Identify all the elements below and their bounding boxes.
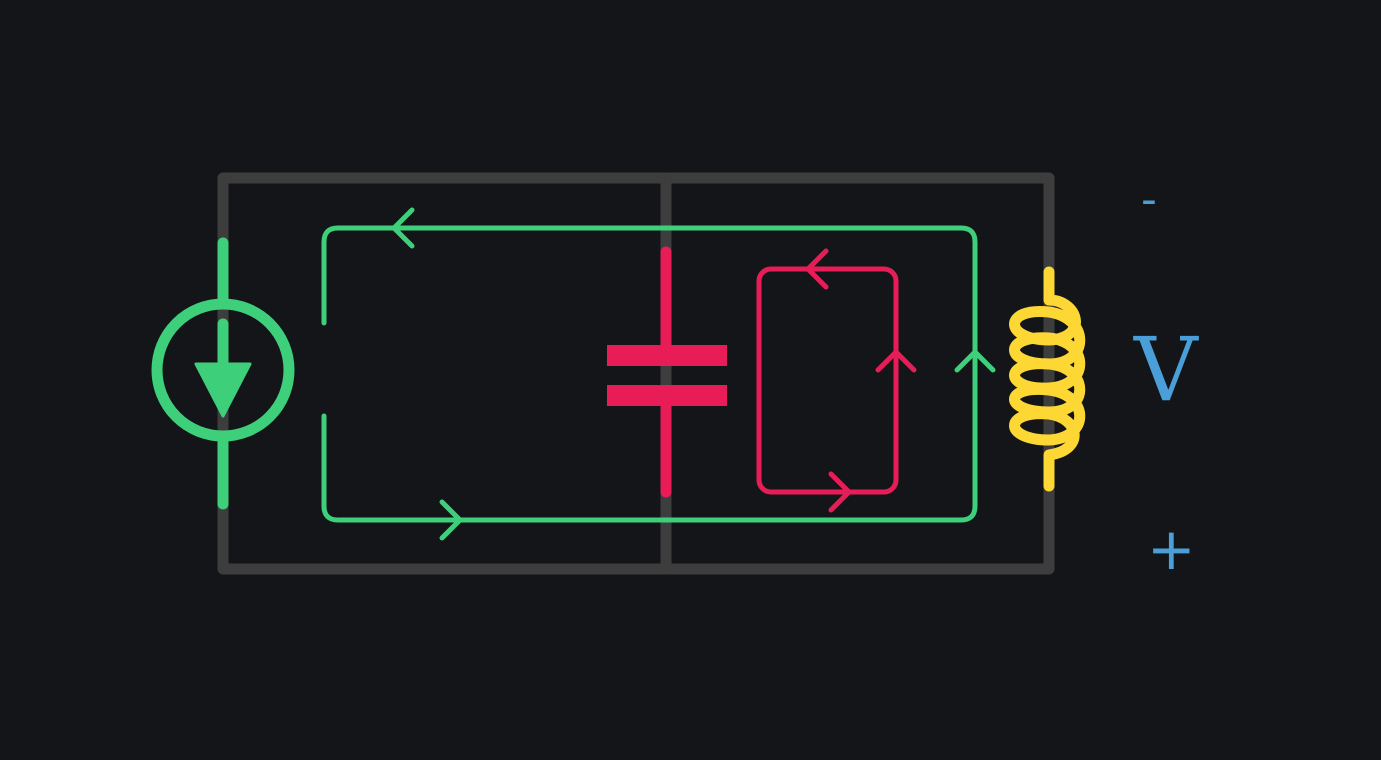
inductor bbox=[1009, 266, 1086, 492]
capacitor-plate-top bbox=[607, 345, 727, 366]
arrow-left-inner-top bbox=[805, 248, 829, 290]
wire-frame bbox=[217, 172, 1055, 575]
arrow-up-right bbox=[954, 349, 996, 373]
voltage-minus-label: - bbox=[1141, 174, 1157, 225]
voltage-plus-label: + bbox=[1147, 515, 1196, 583]
loop-path-top bbox=[321, 225, 978, 523]
inner-current-loop bbox=[756, 248, 917, 513]
arrow-right-inner-bottom bbox=[828, 471, 852, 513]
current-source bbox=[151, 237, 295, 510]
arrow-up-inner bbox=[875, 349, 917, 373]
arrow-right-bottom bbox=[439, 499, 463, 541]
arrow-left-top bbox=[391, 207, 415, 249]
capacitor bbox=[607, 246, 727, 498]
capacitor-plate-bottom bbox=[607, 385, 727, 406]
inductor-coil bbox=[1009, 266, 1086, 492]
source-circle bbox=[151, 298, 295, 442]
outer-wire bbox=[217, 172, 1055, 575]
voltage-label: V bbox=[1134, 318, 1198, 421]
outer-current-loop bbox=[321, 207, 996, 541]
inner-loop-rect bbox=[756, 266, 899, 495]
source-arrow-head bbox=[194, 362, 252, 418]
